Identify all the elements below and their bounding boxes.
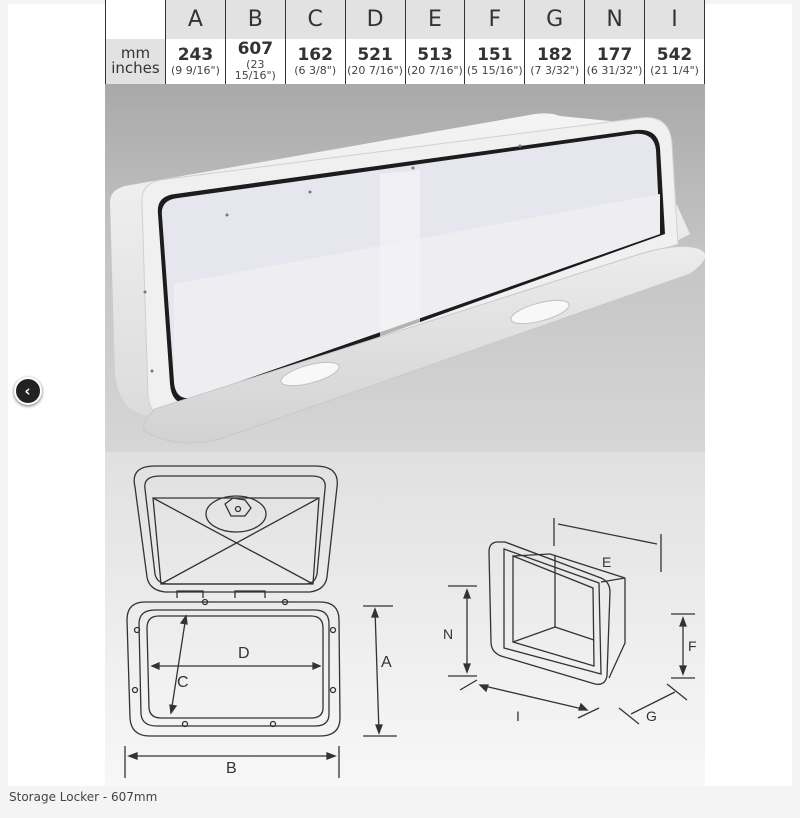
dim-e-inches: (20 7/16") [407, 63, 463, 77]
label-a: A [381, 654, 392, 671]
dim-header-g: G [524, 0, 585, 39]
dimension-table: A B C D E F G N I mm inches 243(9 9/16")… [105, 0, 705, 84]
locker-photo [105, 84, 705, 452]
dim-c-mm: 162 [297, 44, 333, 65]
storage-locker-illustration [110, 113, 705, 444]
dim-header-c: C [284, 0, 346, 39]
product-image: A B C D E F G N I mm inches 243(9 9/16")… [105, 0, 705, 786]
dimension-diagram [124, 465, 695, 778]
dim-d-inches: (20 7/16") [347, 63, 403, 77]
dim-f-mm: 151 [477, 44, 513, 65]
image-caption: Storage Locker - 607mm [9, 790, 158, 804]
label-n: N [443, 626, 454, 642]
dim-value-b: 607(23 15/16") [224, 38, 286, 84]
dim-e-mm: 513 [417, 44, 453, 65]
previous-image-button[interactable]: ‹ [14, 377, 42, 405]
dim-n-inches: (6 31/32") [586, 63, 643, 77]
dim-header-e: E [404, 0, 465, 39]
dim-g-inches: (7 3/32") [530, 63, 580, 77]
dim-header-n: N [584, 0, 645, 39]
dim-header-a: A [165, 0, 226, 39]
dim-value-g: 182(7 3/32") [524, 38, 585, 84]
dim-a-mm: 243 [177, 44, 214, 65]
label-f: F [688, 638, 697, 654]
dim-c-inches: (6 3/8") [294, 63, 337, 77]
unit-inches-label: inches [111, 59, 160, 78]
technical-drawing: D C A B E N F I G [105, 452, 705, 786]
dim-g-mm: 182 [536, 44, 573, 65]
dim-header-d: D [344, 0, 405, 39]
dim-i-inches: (21 1/4") [650, 63, 699, 77]
dim-value-f: 151(5 15/16") [464, 38, 525, 84]
dimension-values-row: mm inches 243(9 9/16") 607(23 15/16") 16… [105, 38, 705, 84]
dim-value-e: 513(20 7/16") [404, 38, 465, 84]
chevron-left-icon: ‹ [24, 381, 31, 400]
label-e: E [602, 554, 612, 570]
dim-value-d: 521(20 7/16") [344, 38, 405, 84]
label-c: C [177, 674, 189, 691]
label-i: I [516, 708, 520, 724]
table-corner-cell [105, 0, 166, 39]
dim-header-i: I [644, 0, 705, 39]
dim-header-b: B [224, 0, 286, 39]
label-g: G [646, 708, 657, 724]
dim-i-mm: 542 [656, 44, 693, 65]
dim-a-inches: (9 9/16") [171, 63, 220, 77]
dim-f-inches: (5 15/16") [466, 63, 523, 77]
dim-value-i: 542(21 1/4") [644, 38, 705, 84]
label-b: B [226, 760, 237, 777]
dim-b-inches: (23 15/16") [234, 57, 276, 83]
unit-mm-label: mm [120, 43, 151, 62]
unit-labels: mm inches [105, 38, 166, 84]
dim-d-mm: 521 [357, 44, 393, 65]
dim-value-n: 177(6 31/32") [584, 38, 645, 84]
dimension-header-row: A B C D E F G N I [105, 0, 705, 39]
dim-b-mm: 607 [237, 38, 274, 59]
dim-value-c: 162(6 3/8") [284, 38, 346, 84]
dim-header-f: F [464, 0, 525, 39]
dim-n-mm: 177 [596, 44, 633, 65]
label-d: D [238, 645, 250, 662]
dim-value-a: 243(9 9/16") [165, 38, 226, 84]
